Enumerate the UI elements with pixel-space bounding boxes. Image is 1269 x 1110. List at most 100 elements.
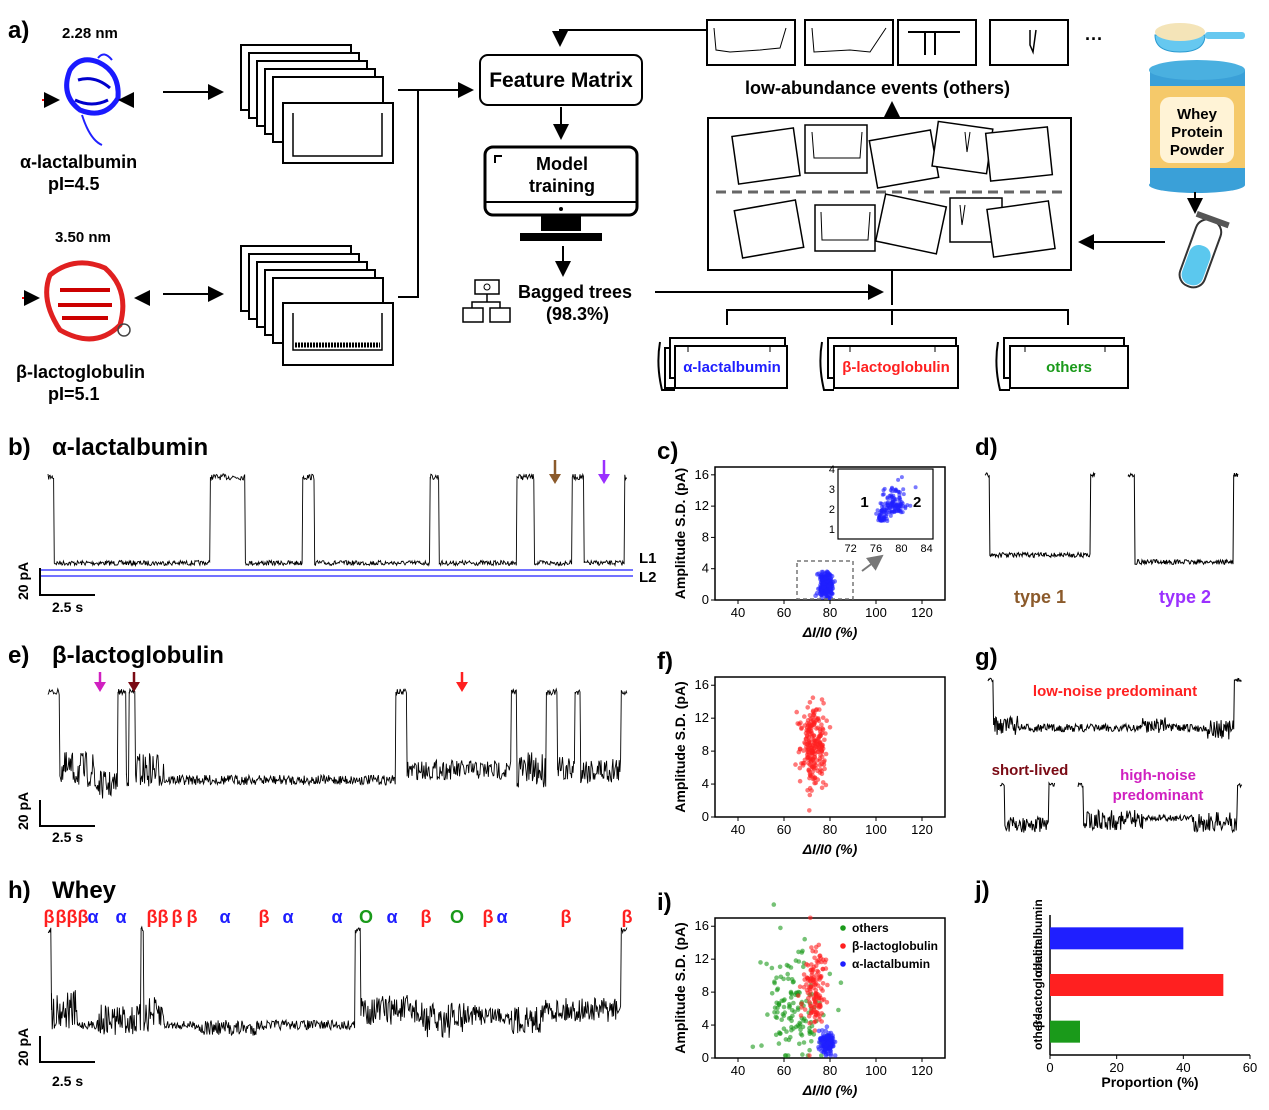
scatter-point: [807, 775, 812, 781]
beta-pi: pI=5.1: [48, 384, 100, 404]
inset-x-tick: 80: [895, 543, 907, 555]
inset-point: [905, 503, 910, 508]
x-tick-label: 80: [823, 822, 837, 837]
scatter-point: [804, 961, 809, 967]
scatter-point: [772, 979, 777, 984]
event-label-19: α: [496, 907, 507, 927]
x-tick-label: 60: [777, 1063, 791, 1078]
inset-point: [896, 489, 901, 494]
scatter-point: [802, 936, 807, 942]
model-training-text-1: Model: [536, 154, 588, 174]
scatter-point: [824, 718, 829, 723]
scatter-point: [817, 741, 822, 746]
event-label-6: β: [147, 907, 158, 927]
y-tick-label: 12: [695, 951, 709, 966]
x-tick-label: 40: [731, 1063, 745, 1078]
scatter-point: [797, 1041, 802, 1047]
scatter-point: [780, 1012, 786, 1017]
scatter-point: [814, 726, 819, 731]
scale-e-current: 20 pA: [15, 792, 31, 830]
scatter-point: [812, 1028, 818, 1033]
scatter-point: [812, 761, 817, 766]
scatter-point: [786, 1037, 792, 1043]
scatter-point: [825, 982, 830, 988]
inset-y-tick: 4: [829, 464, 835, 476]
scatter-point: [823, 1047, 828, 1052]
x-tick-label: 40: [731, 822, 745, 837]
feature-matrix-box: [479, 54, 643, 106]
event-label-5: α: [115, 907, 126, 927]
x-tick-label: 40: [1176, 1060, 1190, 1075]
scale-bar-e: [39, 800, 95, 827]
scatter-point: [796, 949, 801, 955]
scatter-point: [810, 772, 815, 778]
scatter-point: [825, 1040, 831, 1046]
y-tick-label: 8: [702, 743, 709, 758]
y-axis-label: Amplitude S.D. (pA): [672, 922, 688, 1053]
inset-point: [874, 511, 879, 516]
inset-selection-box: [796, 560, 854, 600]
y-axis-label: Amplitude S.D. (pA): [672, 681, 688, 812]
class-box-others: [995, 337, 1129, 391]
scatter-point: [769, 965, 775, 971]
scatter-point: [818, 588, 823, 594]
scatter-point: [820, 988, 825, 993]
scatter-point: [809, 751, 814, 756]
inset-point: [899, 475, 904, 480]
arrow-high-noise: [94, 682, 106, 692]
inset-point: [895, 502, 900, 507]
type2-label: type 2: [1159, 587, 1211, 607]
scatter-point: [813, 780, 819, 786]
event-label-4: α: [87, 907, 98, 927]
scatter-point: [807, 808, 812, 813]
scatter-point: [807, 724, 812, 729]
scatter-point: [817, 973, 822, 979]
monitor-icon: [483, 145, 639, 241]
scatter-point: [822, 1040, 827, 1046]
scatter-point: [779, 1017, 784, 1022]
event-label-7: β: [158, 907, 169, 927]
scatter-point: [832, 1053, 838, 1058]
scatter-point: [809, 945, 814, 950]
scatter-point: [796, 993, 801, 998]
scatter-point: [784, 1029, 789, 1034]
level-l2-label: L2: [639, 569, 657, 586]
inset-cluster-2: 2: [913, 494, 921, 511]
inset-point: [899, 510, 904, 515]
event-label-15: α: [386, 907, 397, 927]
scatter-point: [819, 744, 825, 749]
scatter-point: [812, 710, 817, 716]
scatter-point: [823, 1028, 828, 1034]
y-tick-label: 16: [695, 918, 709, 933]
scatter-point: [805, 788, 810, 793]
bar-2: [1050, 1020, 1080, 1043]
event-label-1: β: [56, 907, 67, 927]
inset-y-tick: 3: [829, 484, 835, 496]
x-tick-label: 120: [911, 605, 933, 620]
scatter-point: [816, 960, 821, 965]
accuracy-text: (98.3%): [546, 304, 609, 324]
scatter-point: [791, 1000, 796, 1006]
panel-label: i): [657, 889, 672, 916]
scatter-point: [800, 1024, 806, 1030]
scatter-point: [806, 995, 811, 1001]
inset-point: [888, 493, 893, 498]
class-box-alpha: [657, 337, 788, 391]
x-tick-label: 100: [865, 605, 887, 620]
scatter-point: [819, 1019, 824, 1024]
arrow-low-noise: [456, 682, 468, 692]
scatter-point: [813, 963, 819, 968]
class-box-beta: [819, 337, 959, 391]
x-tick-label: 40: [731, 605, 745, 620]
scatter-point: [802, 1007, 808, 1012]
scatter-point: [820, 715, 826, 720]
event-label-3: β: [78, 907, 89, 927]
y-tick-label: 16: [695, 467, 709, 482]
high-noise-trace: [1077, 782, 1243, 834]
scatter-point: [807, 769, 812, 775]
scatter-point: [814, 590, 820, 596]
inset-point: [901, 492, 906, 497]
alpha-name: α-lactalbumin: [20, 152, 137, 172]
y-tick-label: 12: [695, 710, 709, 725]
inset-arrow: [861, 554, 884, 572]
